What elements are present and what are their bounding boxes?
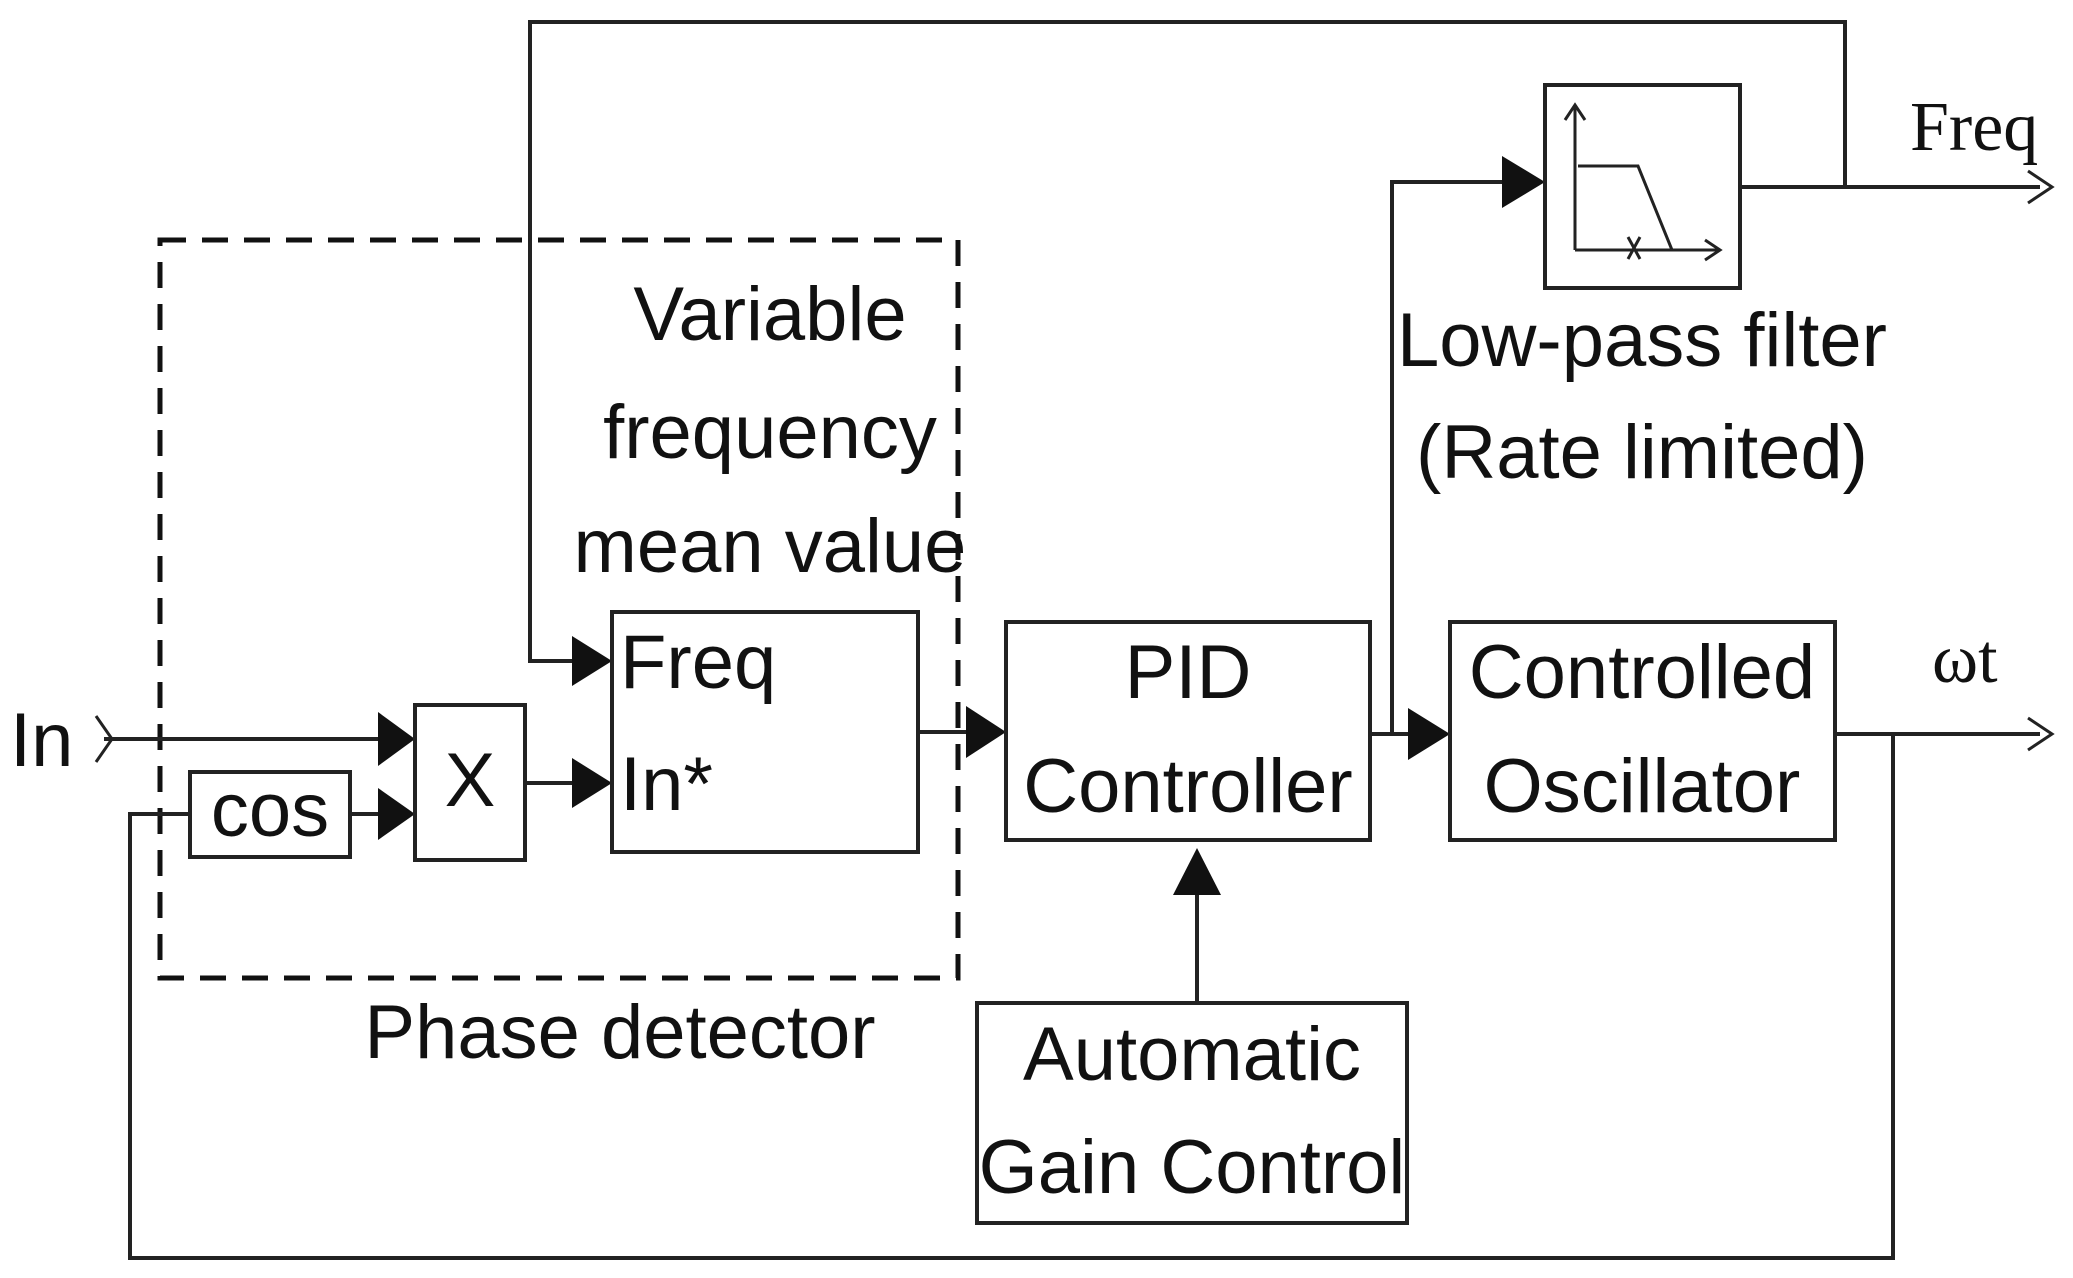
pid-controller-block <box>1004 620 1372 842</box>
cos-block <box>188 770 352 859</box>
arrow-into-multiplier-bottom <box>378 788 415 840</box>
arrow-agc-into-pid <box>1173 848 1221 895</box>
low-pass-label-line-2: (Rate limited) <box>1416 410 1868 495</box>
multiplier-block <box>413 703 527 862</box>
multiplier-label: X <box>445 738 496 823</box>
wire-freq-loop <box>528 20 1847 663</box>
arrow-into-freq-port <box>572 636 612 686</box>
arrow-into-multiplier-top <box>378 712 415 766</box>
output-omega-t-label: ωt <box>1932 621 1998 698</box>
mean-value-block <box>610 610 920 854</box>
low-pass-label-line-1: Low-pass filter <box>1397 298 1887 383</box>
mean-value-port-in: In* <box>620 742 713 827</box>
wire-pid-to-lowpass <box>1390 180 1505 734</box>
pid-label-line-2: Controller <box>1023 744 1352 829</box>
phase-detector-label: Phase detector <box>364 990 875 1075</box>
arrow-into-lowpass <box>1502 156 1545 208</box>
mean-value-title-line-3: mean value <box>574 504 967 589</box>
oscillator-label-line-2: Oscillator <box>1484 744 1801 829</box>
chevron-output-omega <box>2027 716 2055 752</box>
output-freq-label: Freq <box>1910 89 2038 166</box>
arrow-into-in-star <box>572 758 612 808</box>
arrow-into-pid <box>966 706 1006 758</box>
cos-label: cos <box>211 768 329 853</box>
low-pass-filter-block <box>1543 83 1742 290</box>
arrow-into-oscillator <box>1408 708 1450 760</box>
agc-label-line-1: Automatic <box>1023 1012 1361 1097</box>
input-in-label: In <box>10 698 73 783</box>
oscillator-label-line-1: Controlled <box>1469 630 1815 715</box>
agc-label-line-2: Gain Control <box>979 1125 1406 1210</box>
controlled-oscillator-block <box>1448 620 1837 842</box>
chevron-input-in <box>94 715 114 763</box>
low-pass-response-icon <box>1563 102 1723 262</box>
wire-feedback-omega-to-cos <box>128 734 1895 1260</box>
pid-label-line-1: PID <box>1125 630 1252 715</box>
mean-value-port-freq: Freq <box>620 620 776 705</box>
phase-detector-boundary <box>157 237 961 981</box>
mean-value-title-line-1: Variable <box>633 272 906 357</box>
mean-value-title-line-2: frequency <box>603 390 937 475</box>
chevron-output-freq <box>2027 169 2055 205</box>
agc-block <box>975 1001 1409 1225</box>
